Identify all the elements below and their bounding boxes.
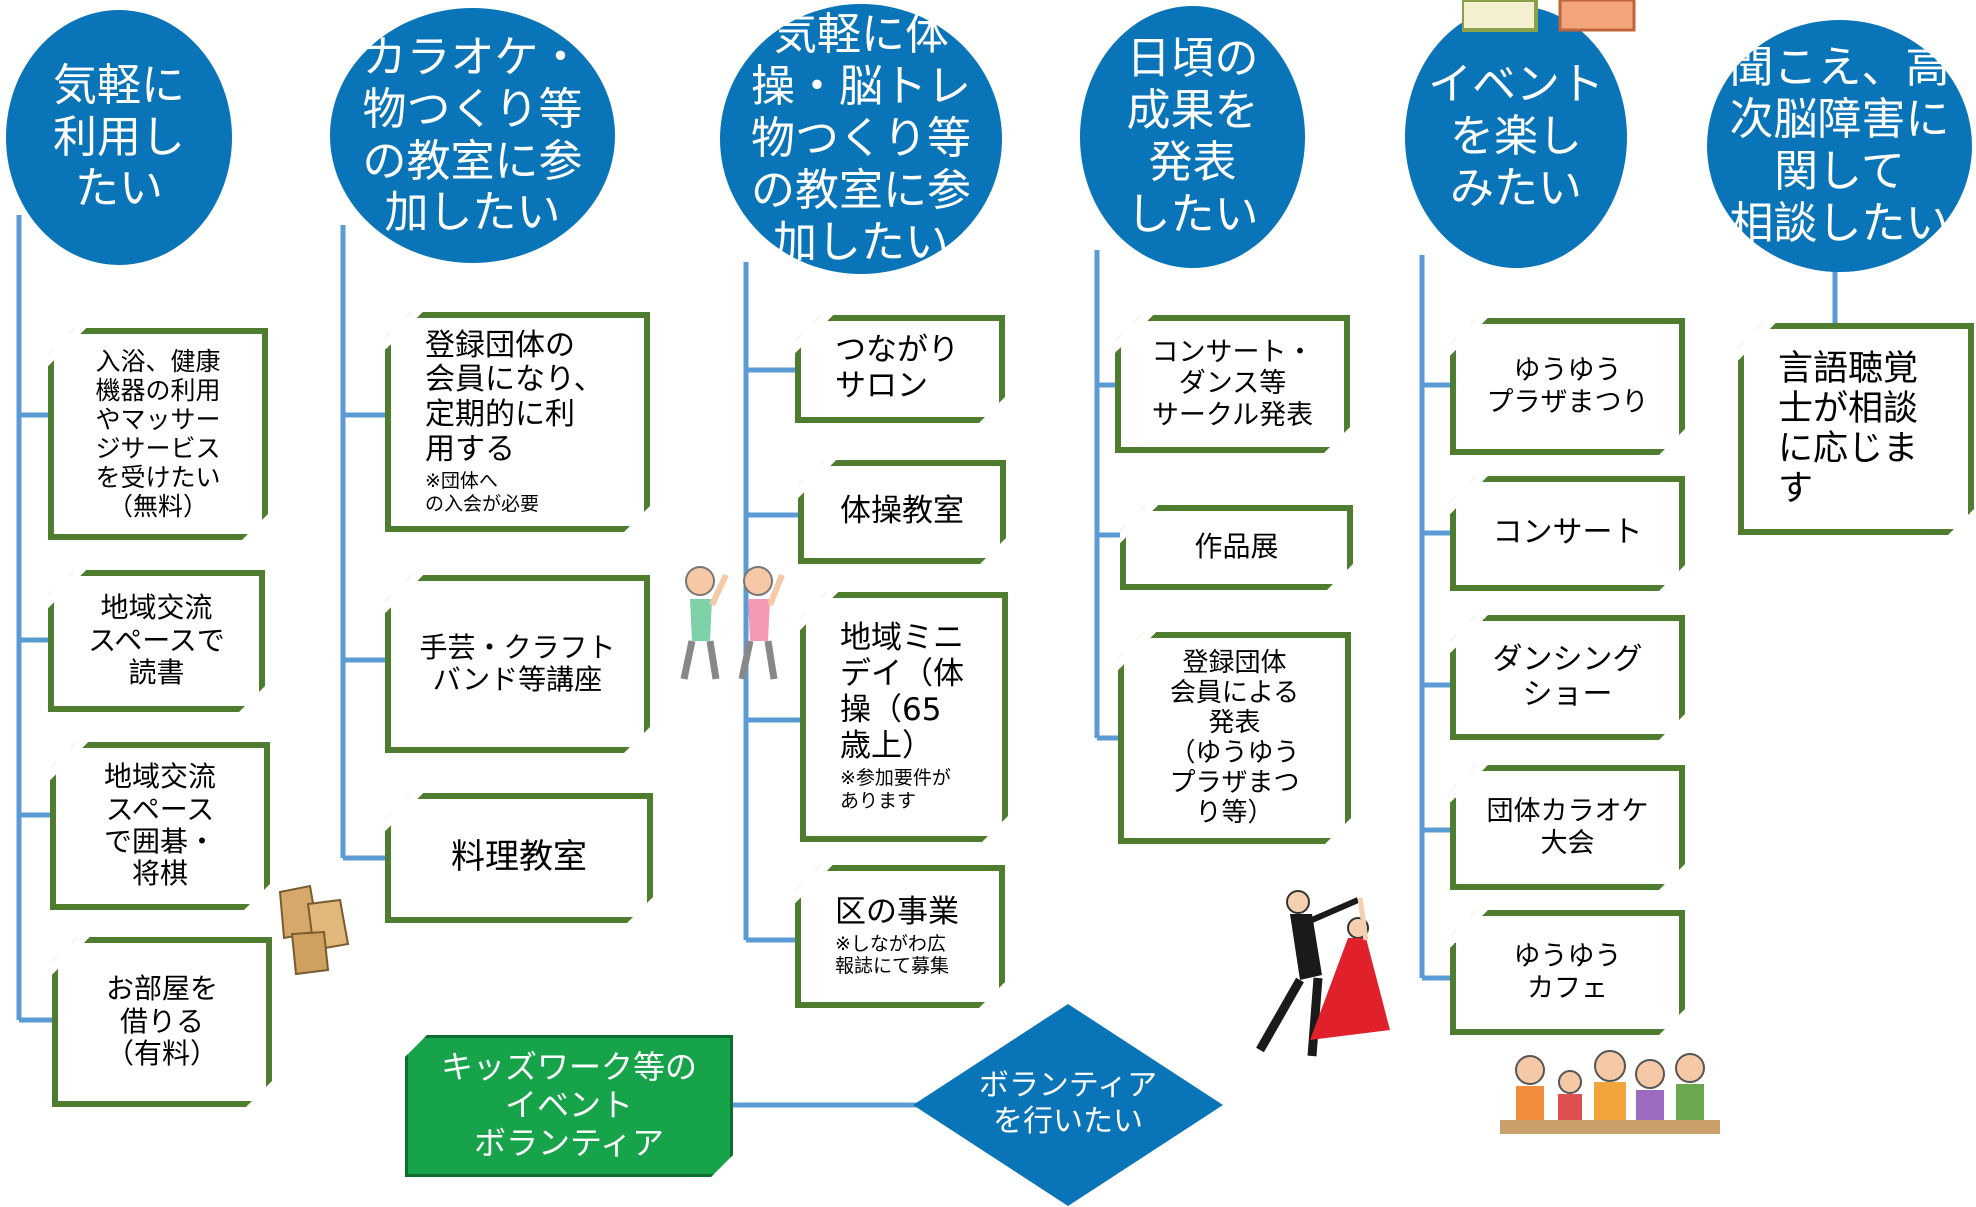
header-events: イベント を楽し みたい [1405,6,1627,268]
item-group-karaoke: 団体カラオケ 大会 [1450,765,1685,890]
ballroom-dancers-illustration [1256,890,1390,1057]
item-text: 地域ミニ デイ（体 操（65 歳上） [840,620,964,765]
item-mini-day: 地域ミニ デイ（体 操（65 歳上） ※参加要件が あります [800,592,1008,842]
exercising-seniors-illustration [680,566,785,680]
item-dancing-show: ダンシング ショー [1450,615,1685,740]
item-note: ※参加要件が あります [840,767,951,812]
item-exhibition: 作品展 [1120,505,1353,590]
item-note: ※しながわ広 報誌にて募集 [835,932,950,978]
item-concert-dance-circle: コンサート・ ダンス等 サークル発表 [1115,315,1350,453]
family-meal-illustration [1500,1050,1720,1134]
item-text: 団体カラオケ 大会 [1486,796,1649,859]
people-top-illustration [1462,0,1636,32]
item-text: 登録団体 会員による 発表 （ゆうゆう プラザまつ り等） [1169,647,1300,829]
item-text: コンサート [1492,515,1643,551]
item-text: 入浴、健康 機器の利用 やマッサー ジサービス を受けたい （無料） [95,347,221,521]
header-consultation: 聞こえ、高 次脳障害に 関して 相談したい [1707,20,1972,272]
item-concert: コンサート [1450,476,1685,591]
item-bath-massage: 入浴、健康 機器の利用 やマッサー ジサービス を受けたい （無料） [48,328,268,540]
item-cooking-class: 料理教室 [385,793,653,923]
item-text: ゆうゆう カフェ [1513,941,1622,1004]
item-text: コンサート・ ダンス等 サークル発表 [1151,337,1314,431]
item-speech-therapist: 言語聴覚 士が相談 に応じま す [1738,323,1974,535]
item-text: 体操教室 [840,493,964,530]
header-karaoke-classes: カラオケ・ 物つくり等 の教室に参 加したい [330,8,615,263]
item-exercise-class: 体操教室 [798,460,1006,564]
item-tsunagari-salon: つながり サロン [795,315,1005,423]
item-text: 区の事業 [835,893,959,930]
item-text: ゆうゆう プラザまつり [1486,355,1649,418]
item-member-presentation: 登録団体 会員による 発表 （ゆうゆう プラザまつ り等） [1118,632,1351,844]
item-text: 地域交流 スペースで 読書 [88,591,225,690]
item-yuyu-festival: ゆうゆう プラザまつり [1450,318,1685,455]
item-text: ダンシング ショー [1492,641,1643,712]
item-text: 作品展 [1194,530,1279,564]
volunteer-diamond [913,1004,1223,1206]
header-presentation: 日頃の 成果を 発表 したい [1080,6,1305,268]
volunteer-event-box: キッズワーク等の イベント ボランティア [405,1035,733,1177]
shogi-pieces-illustration [278,884,350,976]
item-craft-course: 手芸・クラフト バンド等講座 [385,575,650,753]
header-exercise-classes: 気軽に体 操・脳トレ 物つくり等 の教室に参 加したい [720,4,1002,274]
item-note: ※団体へ の入会が必要 [425,469,540,515]
volunteer-decision-label: ボランティア を行いたい [978,1068,1158,1139]
item-text: 地域交流 スペース で囲碁・ 将棋 [103,760,216,891]
item-text: 言語聴覚 士が相談 に応じま す [1778,348,1919,510]
item-group-membership: 登録団体の 会員になり、 定期的に利 用する ※団体へ の入会が必要 [385,312,650,532]
item-text: 料理教室 [451,837,587,878]
item-text: 登録団体の 会員になり、 定期的に利 用する [425,327,604,467]
item-text: 手芸・クラフト バンド等講座 [419,630,616,696]
item-text: つながり サロン [835,332,959,404]
item-yuyu-cafe: ゆうゆう カフェ [1450,910,1685,1035]
item-reading-space: 地域交流 スペースで 読書 [48,570,265,712]
header-casual-use: 気軽に 利用し たい [6,10,232,265]
item-room-rental: お部屋を 借りる （有料） [52,937,272,1107]
item-ward-program: 区の事業 ※しながわ広 報誌にて募集 [795,865,1005,1008]
item-text: お部屋を 借りる （有料） [105,972,218,1071]
item-go-shogi: 地域交流 スペース で囲碁・ 将棋 [50,742,270,910]
